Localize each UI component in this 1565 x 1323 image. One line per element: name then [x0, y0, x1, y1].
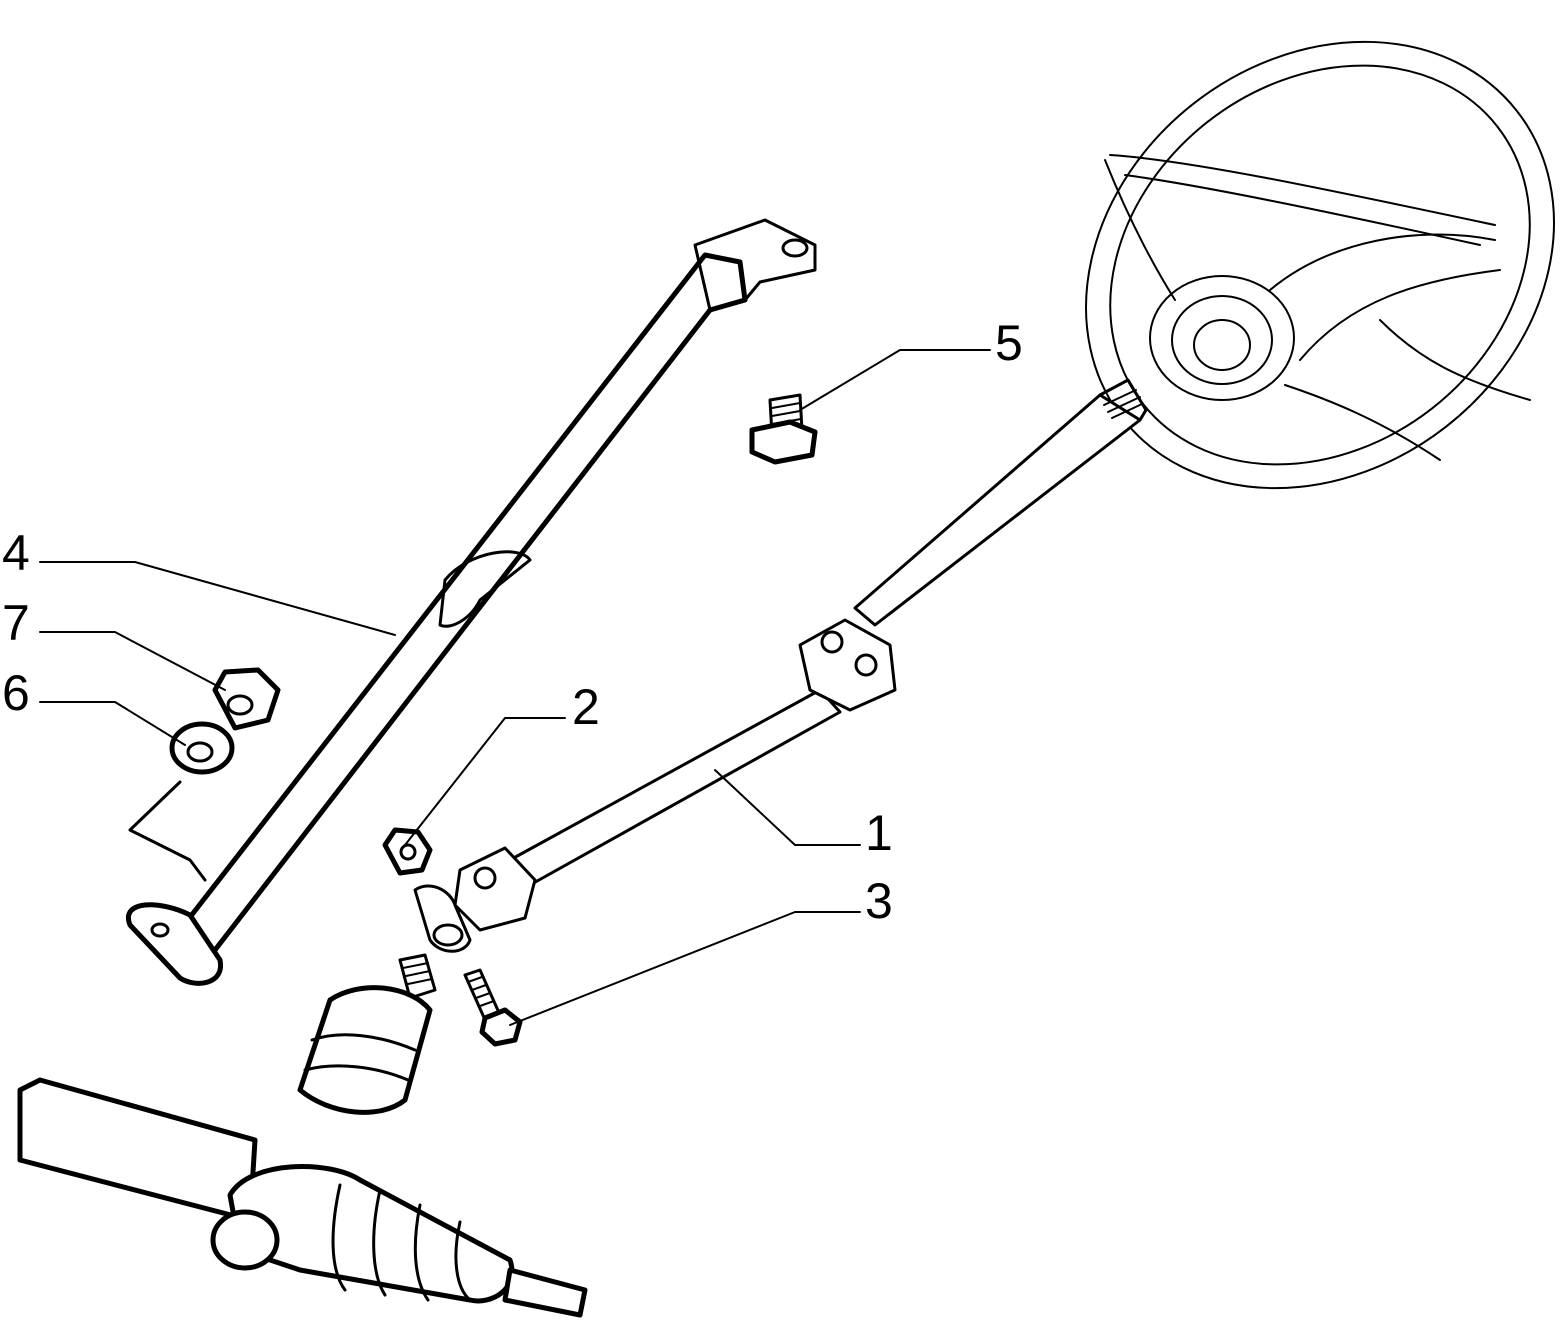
bolt-part-5 — [749, 393, 818, 465]
callout-label-7: 7 — [2, 595, 30, 651]
callout-label-1: 1 — [865, 805, 893, 861]
steering-rack — [17, 953, 588, 1318]
leader-lines — [39, 349, 991, 1026]
washer-part-6 — [128, 721, 235, 882]
callout-label-4: 4 — [2, 525, 30, 581]
callout-label-5: 5 — [995, 315, 1023, 371]
callout-label-3: 3 — [865, 873, 893, 929]
column-bar-part-4 — [125, 218, 817, 986]
callout-label-2: 2 — [572, 679, 600, 735]
steering-wheel — [1085, 40, 1555, 490]
callout-label-6: 6 — [2, 665, 30, 721]
steering-shaft-part-1 — [413, 378, 1148, 953]
nut-part-2 — [382, 827, 433, 876]
nut-part-7 — [212, 667, 281, 731]
clamp-bolt-part-3 — [463, 968, 523, 1047]
